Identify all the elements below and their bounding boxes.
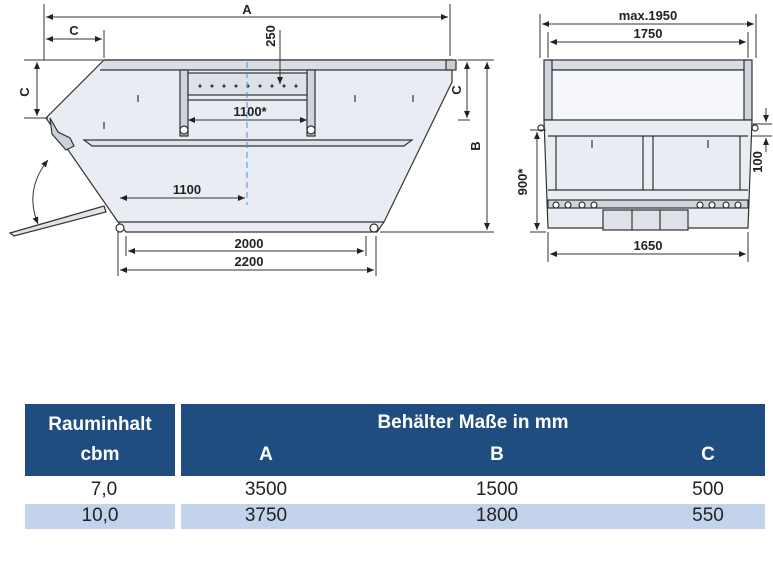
header-volume: Rauminhalt cbm: [25, 404, 175, 476]
table-row: 7,0 3500 1500 500: [25, 478, 765, 503]
front-view: [537, 59, 759, 231]
dim-label-a: A: [242, 2, 252, 17]
front-dimension-labels: max.1950 1750 1650 900* 100: [515, 8, 765, 253]
dim-label-2200: 2200: [235, 254, 264, 269]
container-technical-drawing: A C C C B 250 1100* 1100 2000 2200: [8, 2, 772, 276]
header-col-b: B: [490, 444, 504, 465]
side-dimension-labels: A C C C B 250 1100* 1100 2000 2200: [17, 2, 483, 269]
dim-label-1750: 1750: [634, 26, 663, 41]
cell-c: 500: [692, 479, 724, 500]
dim-label-c-right: C: [449, 85, 464, 95]
header-dimensions: Behälter Maße in mm A B C: [181, 404, 765, 476]
dim-label-900: 900*: [515, 168, 530, 196]
dim-label-1100: 1100: [173, 182, 201, 197]
dimensions-table: Rauminhalt cbm Behälter Maße in mm A B C…: [25, 404, 765, 529]
dim-label-c-top: C: [69, 23, 79, 38]
dim-label-250: 250: [263, 25, 278, 47]
header-volume-line1: Rauminhalt: [48, 414, 152, 435]
cell-c: 550: [692, 505, 724, 526]
dim-label-2000: 2000: [235, 236, 264, 251]
cell-b: 1800: [475, 505, 519, 526]
dim-label-b: B: [468, 141, 483, 150]
table-row: 10,0 3750 1800 550: [25, 504, 765, 529]
dim-label-1100-star: 1100*: [233, 104, 267, 119]
dim-label-max1950: max.1950: [619, 8, 678, 23]
dim-label-c-left: C: [17, 87, 32, 97]
header-col-a: A: [259, 444, 273, 465]
header-col-c: C: [701, 444, 715, 465]
cell-cbm: 10,0: [81, 505, 119, 526]
open-flap: [8, 205, 107, 237]
dim-label-100: 100: [750, 151, 765, 173]
header-dimensions-title: Behälter Maße in mm: [377, 412, 569, 433]
cell-cbm: 7,0: [90, 479, 118, 500]
side-view: [8, 59, 457, 237]
header-volume-line2: cbm: [80, 444, 120, 465]
cell-a: 3500: [244, 479, 288, 500]
cell-a: 3750: [244, 505, 288, 526]
dim-label-1650: 1650: [634, 238, 663, 253]
cell-b: 1500: [475, 479, 519, 500]
